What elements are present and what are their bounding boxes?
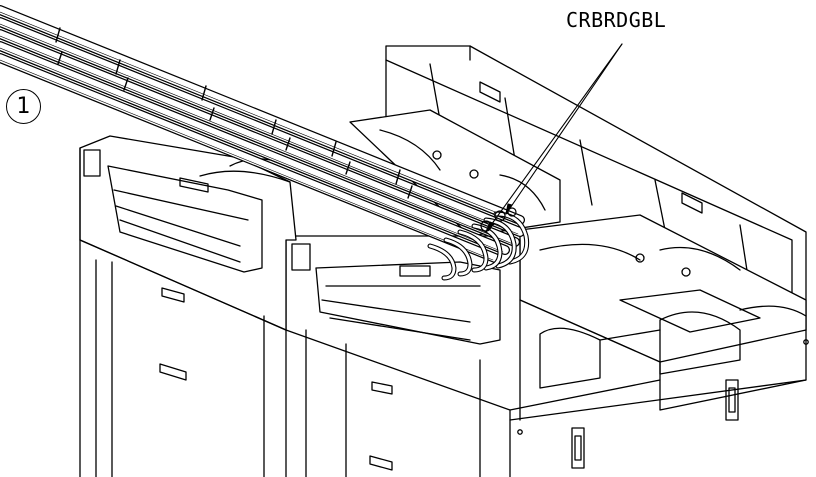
cable-bundles — [0, 5, 530, 281]
step-number-text: 1 — [16, 94, 31, 119]
right-cabinet — [285, 235, 809, 477]
step-number-badge: 1 — [6, 89, 41, 124]
cable-bridge-callout-label: CRBRDGBL — [566, 8, 667, 32]
left-cabinet — [79, 135, 301, 477]
callout-leader-lines — [485, 43, 623, 233]
